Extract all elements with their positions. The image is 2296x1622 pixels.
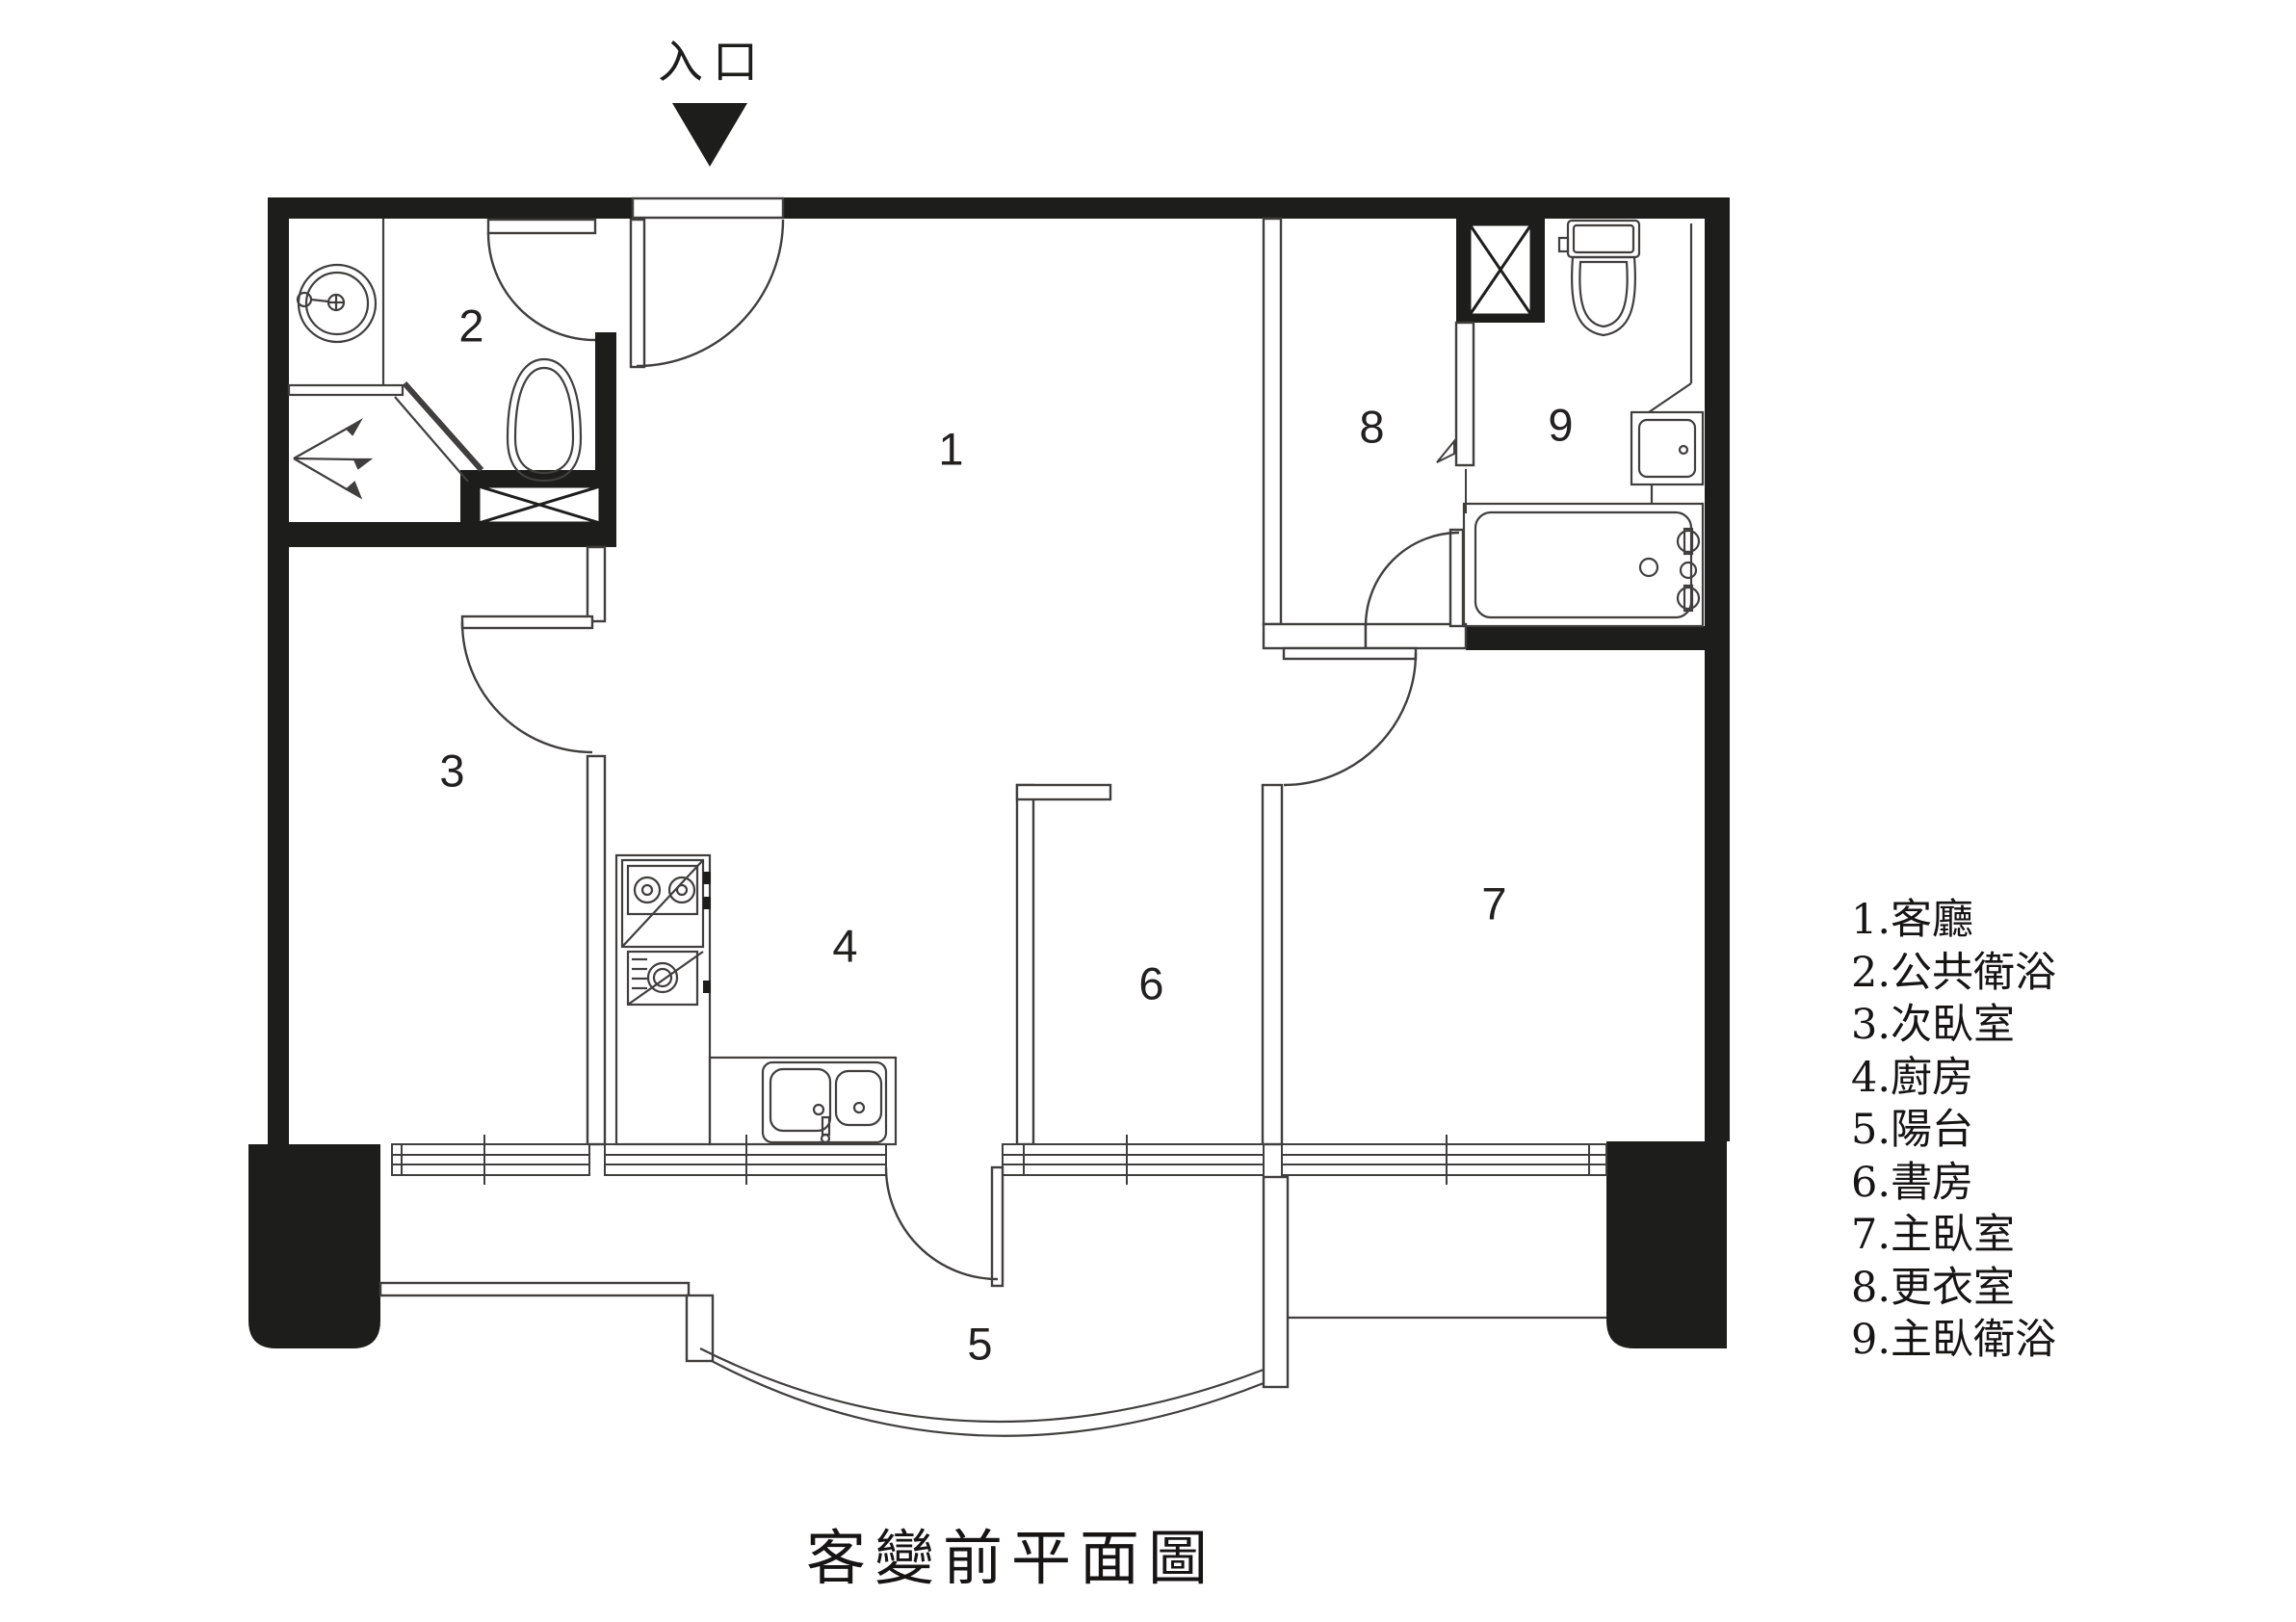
legend-item: 6.書房 bbox=[1851, 1158, 1974, 1207]
kitchen-fixtures bbox=[614, 853, 898, 1146]
room-label-master-bath: 9 bbox=[1548, 399, 1575, 451]
legend-item: 4.廚房 bbox=[1851, 1053, 1974, 1102]
room-label-kitchen: 4 bbox=[832, 920, 859, 972]
plan-title: 客變前平面圖 bbox=[805, 1523, 1217, 1593]
room-label-closet: 8 bbox=[1359, 401, 1386, 453]
bath9-toilet bbox=[1557, 219, 1641, 337]
room-label-master-bedroom: 7 bbox=[1481, 877, 1508, 929]
doors bbox=[460, 218, 1467, 1288]
room-label-living: 1 bbox=[938, 423, 965, 475]
kitchen-counter-horizontal bbox=[708, 1056, 898, 1146]
bath9-fixtures bbox=[1462, 219, 1705, 628]
room-label-study: 6 bbox=[1138, 957, 1165, 1009]
legend-item: 7.主臥室 bbox=[1851, 1211, 2016, 1259]
legend: 1.客廳 2.公共衛浴 3.次臥室 4.廚房 5.陽台 6.書房 7.主臥室 8… bbox=[1851, 894, 2056, 1367]
room-label-second-bedroom: 3 bbox=[439, 745, 466, 797]
legend-item: 1.客廳 bbox=[1851, 896, 1974, 944]
room-label-public-bath: 2 bbox=[458, 300, 485, 352]
bath2-shower bbox=[287, 381, 484, 500]
window-bands bbox=[391, 1135, 1607, 1185]
bath9-tub bbox=[1462, 502, 1705, 628]
legend-item: 2.公共衛浴 bbox=[1851, 948, 2057, 997]
legend-item: 5.陽台 bbox=[1851, 1106, 1974, 1154]
bath9-shower bbox=[1630, 223, 1705, 504]
legend-item: 9.主臥衛浴 bbox=[1851, 1316, 2057, 1364]
counter-handles bbox=[703, 872, 711, 993]
legend-item: 8.更衣室 bbox=[1851, 1263, 2016, 1312]
room3-door bbox=[460, 615, 594, 754]
room-label-balcony: 5 bbox=[967, 1318, 994, 1370]
bath2-sink bbox=[296, 263, 378, 344]
bath2-toilet bbox=[506, 357, 583, 483]
room7-door bbox=[1282, 646, 1418, 787]
entry-label: 入口 bbox=[658, 36, 768, 90]
partition-walls bbox=[378, 196, 1475, 1389]
kitchen-hob bbox=[626, 950, 704, 1007]
bath9-slide-marker bbox=[1436, 438, 1467, 513]
closet8-door bbox=[1364, 528, 1465, 628]
kitchen-sink bbox=[761, 1060, 888, 1144]
kitchen-stove bbox=[620, 858, 705, 949]
balcony-edge bbox=[699, 1316, 1606, 1437]
entry-door bbox=[629, 218, 785, 369]
duct-hatch-boxes bbox=[477, 222, 1533, 525]
entry-arrow-icon bbox=[672, 103, 747, 167]
kitchen-counter-vertical bbox=[614, 853, 712, 1146]
bath2-fixtures bbox=[287, 219, 583, 500]
balcony-door bbox=[884, 1165, 1004, 1288]
bath2-door bbox=[486, 218, 597, 342]
structural-walls bbox=[248, 197, 1730, 1348]
legend-item: 3.次臥室 bbox=[1851, 1001, 2016, 1049]
